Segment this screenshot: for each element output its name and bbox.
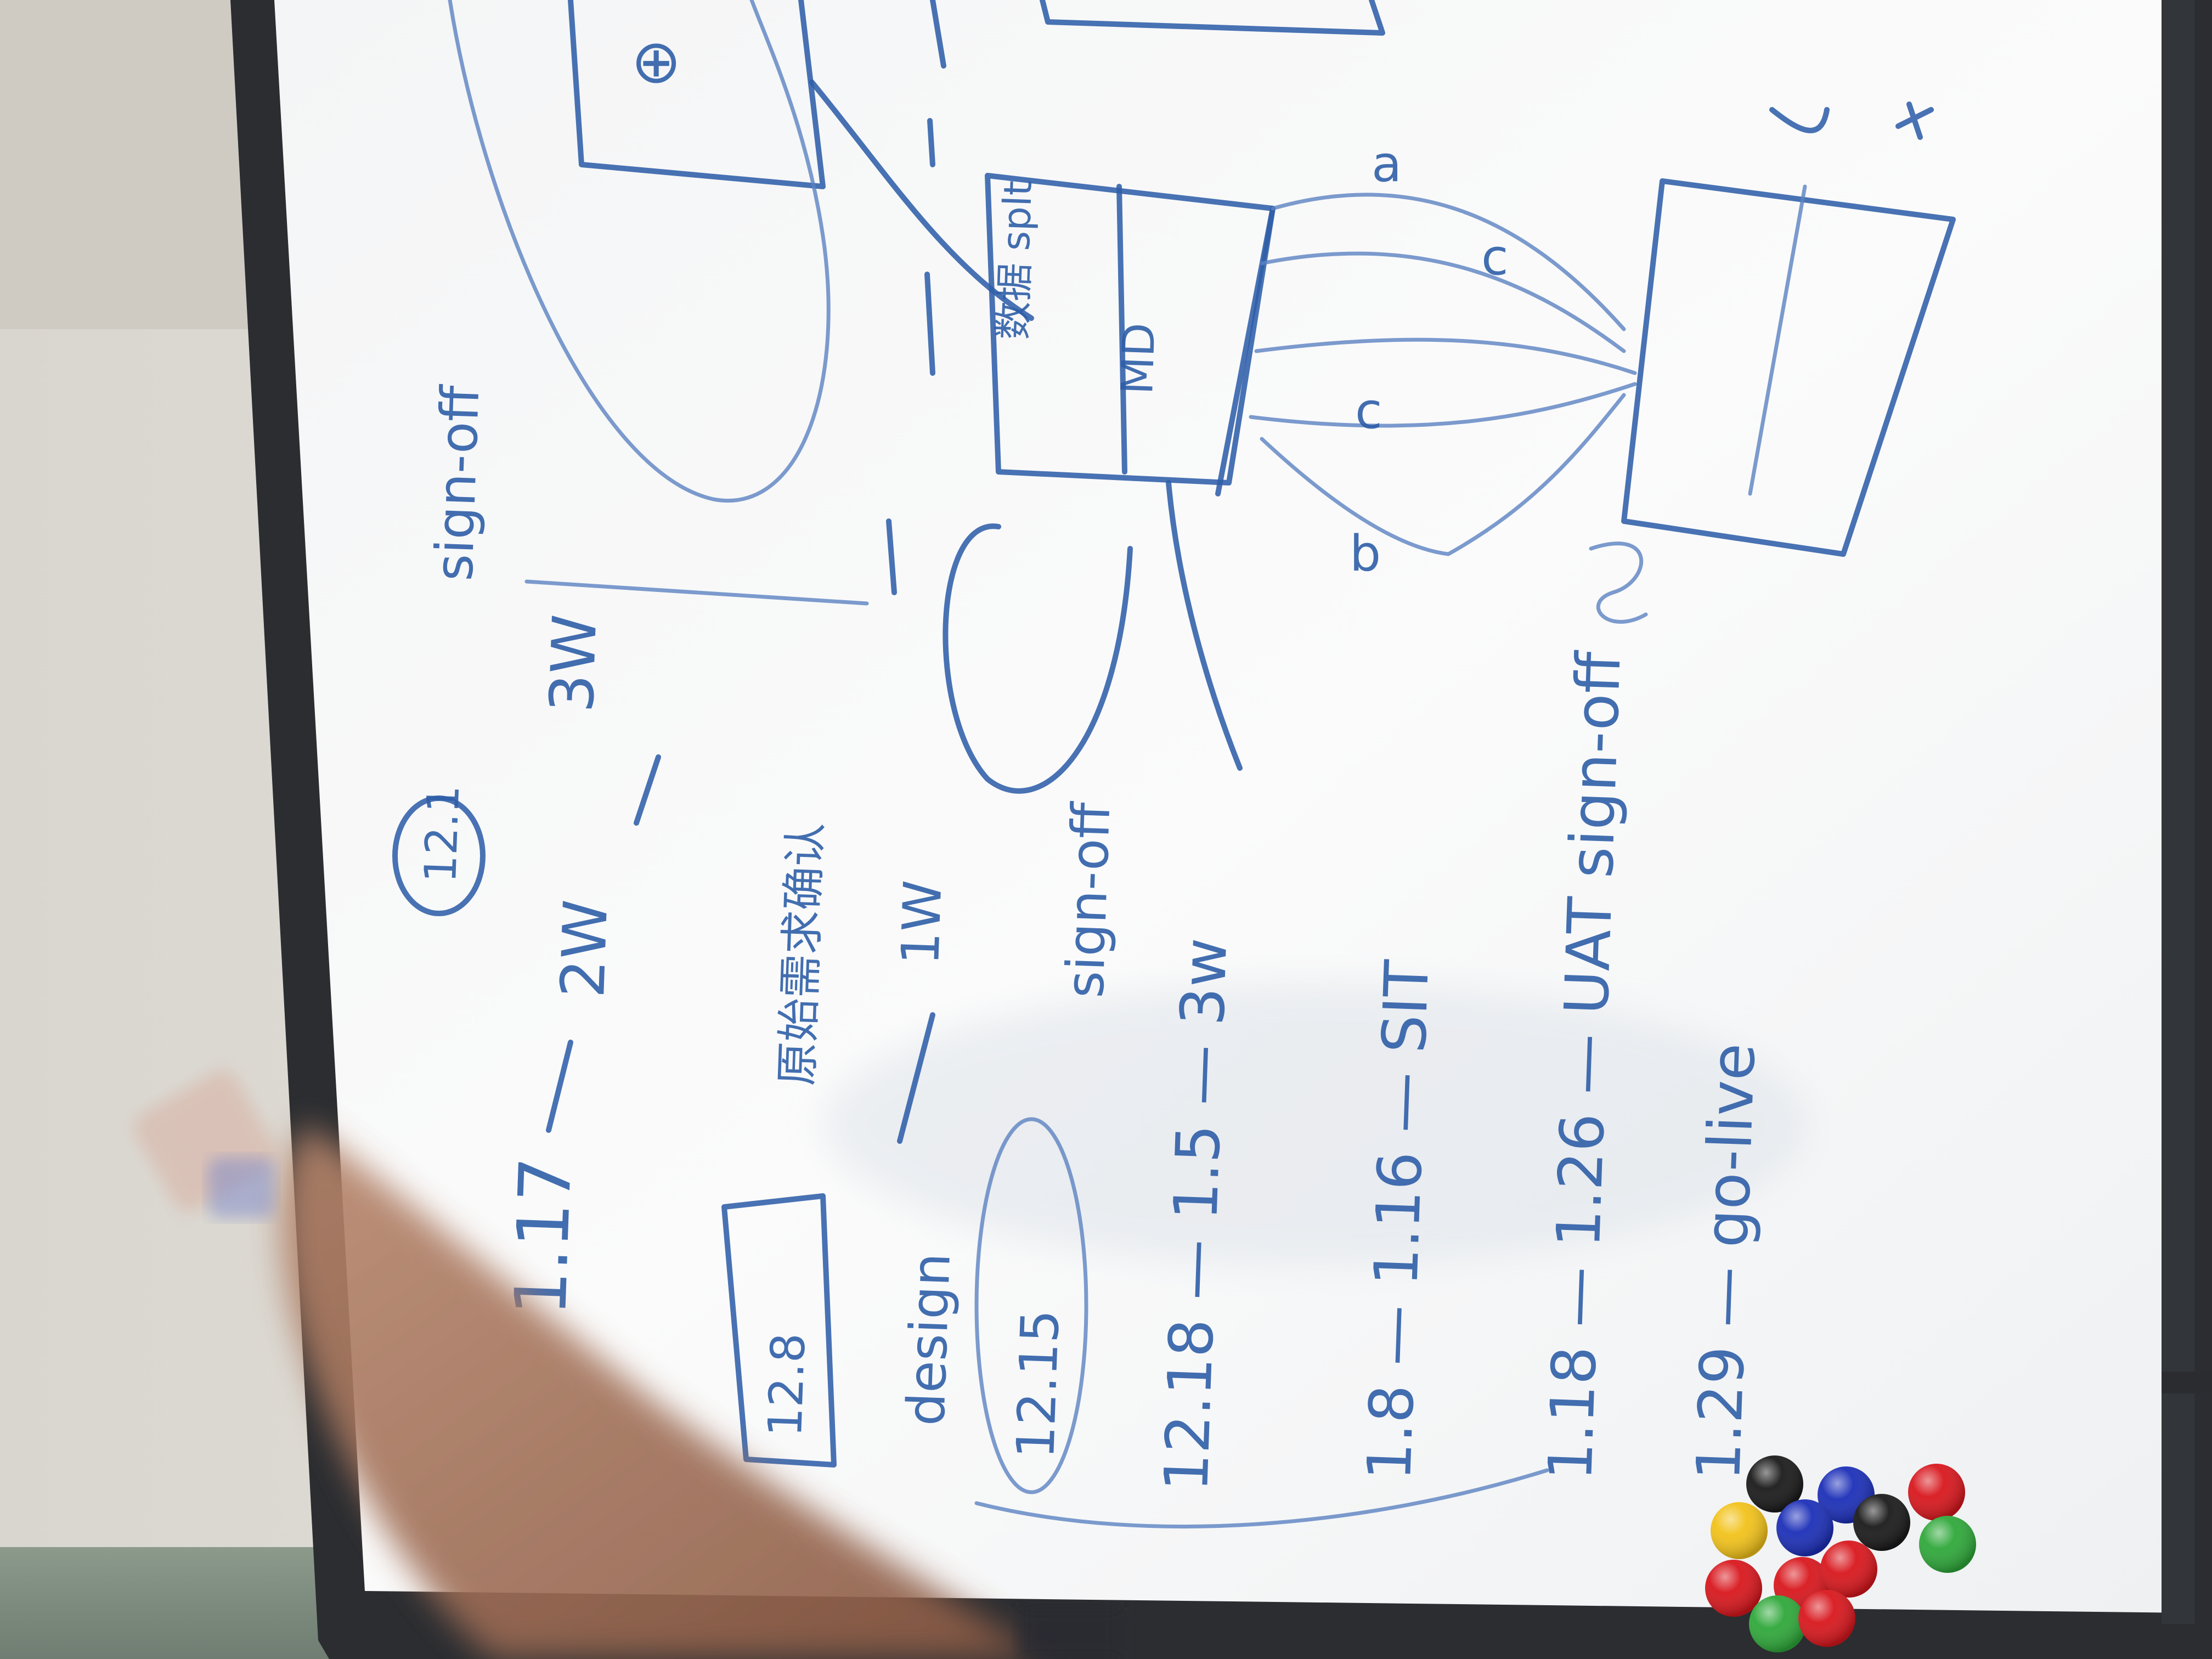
frame-rail: [2162, 0, 2194, 1624]
md-box: [985, 173, 1276, 486]
check-mark: [1769, 107, 1830, 133]
fan-line-5: [1260, 393, 1626, 556]
node-label-4: c: [1481, 229, 1508, 286]
label-sign-off-2: sign-off: [1055, 800, 1122, 999]
magnet-shine: [1798, 1590, 1855, 1647]
fan-line-3: [1254, 337, 1637, 375]
md-box-divider: [1116, 184, 1127, 475]
top-box-label: ⊕: [631, 26, 681, 97]
node-label-2: c: [1355, 382, 1382, 440]
flow-diagram: ⊕ 数据 splt MD a c b c: [448, 0, 1956, 794]
dashed-connector: [886, 0, 946, 595]
label-sign-off-1: sign-off: [424, 383, 491, 582]
x-mark: [1895, 101, 1934, 140]
md-box-text: 数据 splt: [990, 180, 1041, 341]
loop-arrow: [943, 523, 1133, 794]
chinese-note: 原始需求确认: [771, 822, 832, 1087]
magnet-shine: [1749, 1595, 1806, 1652]
magnet-shine: [1908, 1464, 1965, 1521]
magnet-cluster: [1705, 1455, 1976, 1652]
magnet-shine: [1776, 1499, 1833, 1556]
wall-shadow: [0, 0, 252, 329]
section-divider: [524, 579, 869, 606]
dash-mark-2: [634, 754, 661, 826]
small-box: [721, 1193, 837, 1468]
label-2w: 2W: [548, 899, 621, 999]
circle-12-15: [974, 1117, 1088, 1494]
loop-tail: [1166, 480, 1243, 771]
frame-stand: [2162, 1372, 2212, 1393]
top-right-box: [1040, 0, 1385, 36]
circle-12-1: [392, 795, 486, 916]
label-3w: 3W: [537, 613, 610, 714]
whiteboard-surface: [274, 0, 2194, 1613]
magnet-shine: [1853, 1494, 1910, 1551]
arm-shape: [281, 1125, 1042, 1659]
board-reflection: [823, 982, 1810, 1267]
date-12-1: 12.1: [415, 784, 469, 883]
bracket-curve: [974, 1468, 1549, 1529]
box-connector: [809, 80, 1034, 321]
node-label-3: b: [1350, 525, 1381, 583]
blurred-arm: [134, 1070, 1119, 1659]
magnet-shine: [1820, 1541, 1877, 1598]
line-1-29-go-live: 1.29 — go-live: [1683, 1042, 1769, 1482]
marker-blur: [208, 1158, 274, 1218]
magnet-shine: [1746, 1455, 1803, 1513]
scribble: [1589, 541, 1648, 624]
dash-mark-1: [546, 1040, 573, 1133]
node-label-1: a: [1372, 136, 1402, 193]
sleeve-blur: [1020, 1607, 1119, 1659]
right-box: [1621, 178, 1956, 557]
magnet-shine: [1711, 1502, 1768, 1559]
date-12-15: 12.15: [1006, 1308, 1071, 1460]
label-12-8: 12.8: [758, 1332, 816, 1438]
large-oval: [448, 0, 831, 503]
magnet-shine: [1919, 1516, 1976, 1573]
label-design: design: [896, 1252, 962, 1427]
right-box-divider: [1748, 184, 1807, 496]
magnet-shine: [1705, 1560, 1762, 1617]
dash-mark-3: [897, 1012, 935, 1144]
fan-line-4: [1249, 382, 1637, 428]
label-1w: 1W: [890, 879, 953, 966]
fan-line-2: [1260, 251, 1626, 353]
md-box-edge: [1215, 206, 1276, 496]
fan-line-1: [1271, 193, 1626, 331]
md-box-label: MD: [1111, 322, 1165, 396]
top-box: [568, 0, 826, 189]
